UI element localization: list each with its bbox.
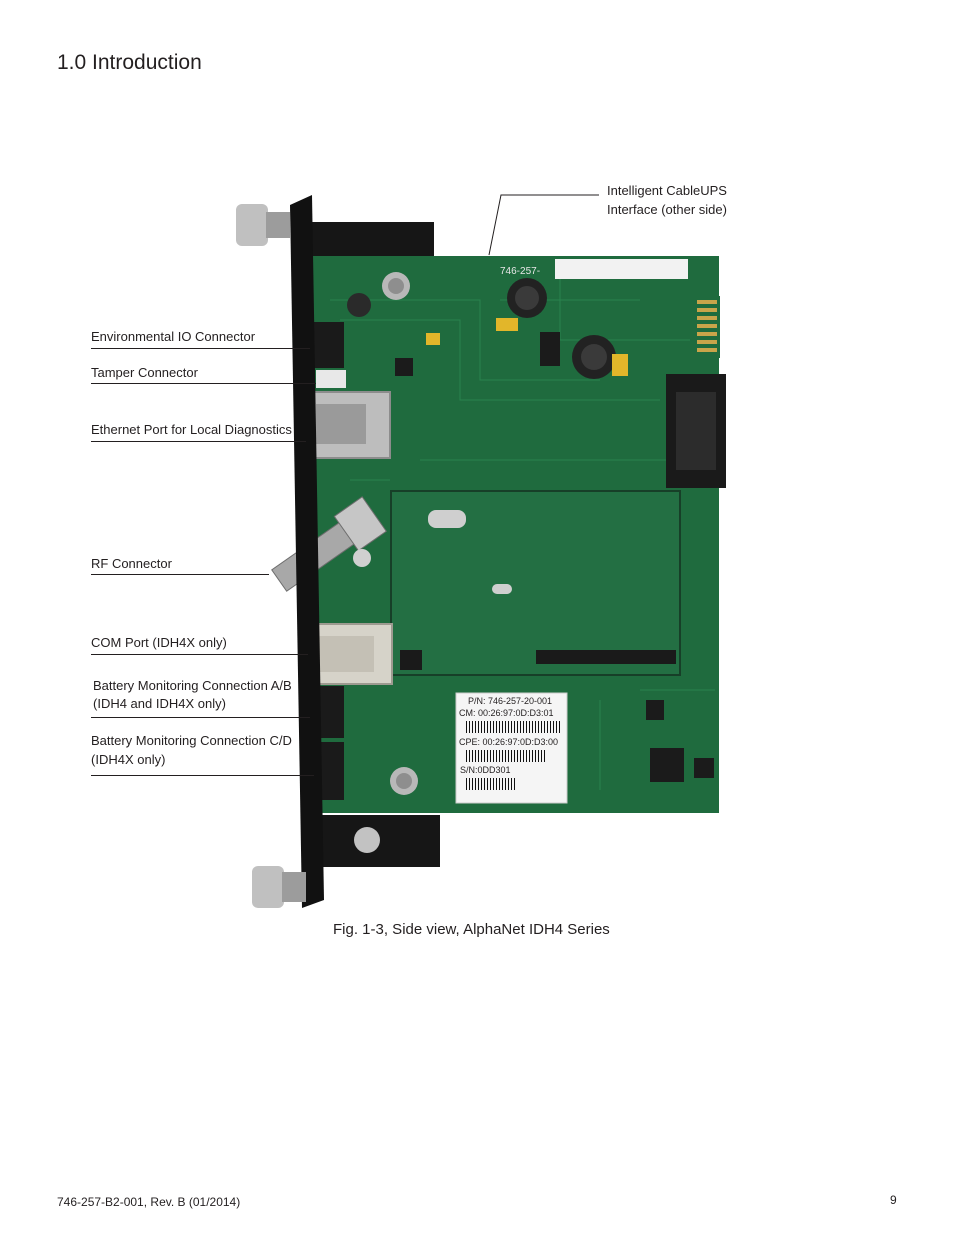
callout-batt-ab-line2: (IDH4 and IDH4X only): [93, 696, 226, 711]
callout-batt-cd-line2: (IDH4X only): [91, 752, 166, 767]
section-heading: 1.0 Introduction: [57, 51, 202, 74]
barcode-sn: [466, 778, 516, 790]
callout-env-io: Environmental IO Connector: [91, 329, 256, 344]
leader-batt-cd: [91, 775, 314, 776]
top-thumbscrew: [236, 204, 268, 246]
leader-ethernet: [91, 441, 306, 442]
leader-tamper: [91, 383, 316, 384]
leader-com: [91, 654, 308, 655]
callout-interface-line1: Intelligent CableUPS: [607, 183, 727, 198]
callout-interface-line2: Interface (other side): [607, 202, 727, 217]
label-sn: S/N:0DD301: [460, 765, 511, 775]
callout-batt-ab-line1: Battery Monitoring Connection A/B: [93, 678, 292, 693]
callout-tamper: Tamper Connector: [91, 365, 198, 380]
barcode-cpe: [466, 750, 546, 762]
leader-batt-ab: [91, 717, 310, 718]
callout-rf: RF Connector: [91, 556, 172, 571]
leader-env-io: [91, 348, 310, 349]
callout-ethernet: Ethernet Port for Local Diagnostics: [91, 422, 292, 437]
figure-caption: Fig. 1-3, Side view, AlphaNet IDH4 Serie…: [333, 921, 610, 938]
page-number: 9: [890, 1193, 897, 1207]
barcode-cm: [466, 721, 560, 733]
label-cpe: CPE: 00:26:97:0D:D3:00: [459, 737, 559, 747]
label-cm: CM: 00:26:97:0D:D3:01: [459, 708, 554, 718]
footer-doc-number: 746-257-B2-001, Rev. B (01/2014): [57, 1195, 241, 1209]
label-pn: P/N: 746-257-20-001: [468, 696, 553, 706]
callout-com: COM Port (IDH4X only): [91, 635, 227, 650]
faceplate: [290, 195, 324, 908]
board-part-marking: 746-257-: [500, 266, 540, 277]
bottom-thumbscrew: [252, 866, 284, 908]
callout-batt-cd-line1: Battery Monitoring Connection C/D: [91, 733, 292, 748]
leader-rf: [91, 574, 269, 575]
